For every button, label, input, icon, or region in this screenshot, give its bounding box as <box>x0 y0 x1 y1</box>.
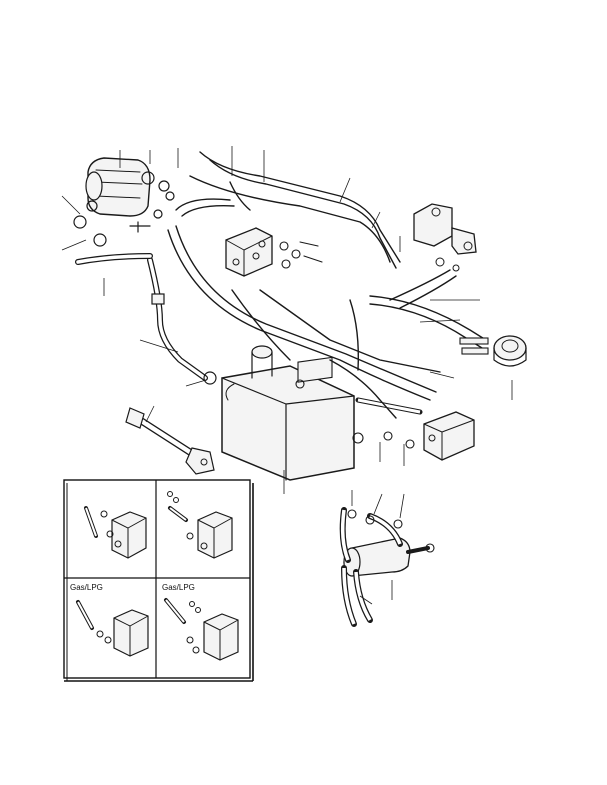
detail-inset: Gas/LPG Gas/LPG <box>63 479 254 682</box>
inset-panel-3-label: Gas/LPG <box>70 583 103 592</box>
pump-fittings <box>129 191 175 233</box>
steer-cylinder-end <box>493 335 527 367</box>
inset-panel-1 <box>84 506 147 559</box>
inset-panel-4-label: Gas/LPG <box>162 583 195 592</box>
return-hoses <box>167 225 441 401</box>
control-valve <box>225 227 273 277</box>
drive-shaft <box>125 407 215 475</box>
suction-pipe <box>75 253 217 385</box>
steering-gear <box>413 203 477 272</box>
hydraulic-tank <box>221 345 364 481</box>
lift-hose <box>329 359 423 419</box>
hydraulic-pump <box>73 157 170 247</box>
tilt-cylinder <box>339 507 435 627</box>
valve-fittings <box>279 241 323 269</box>
inset-panel-2 <box>167 491 233 559</box>
steering-hoses <box>369 269 489 355</box>
inset-panel-4: Gas/LPG <box>162 583 239 661</box>
tilt-valve <box>383 411 475 461</box>
callout-leaders <box>61 146 513 605</box>
pressure-hoses <box>175 151 401 269</box>
inset-panel-3: Gas/LPG <box>70 583 149 657</box>
